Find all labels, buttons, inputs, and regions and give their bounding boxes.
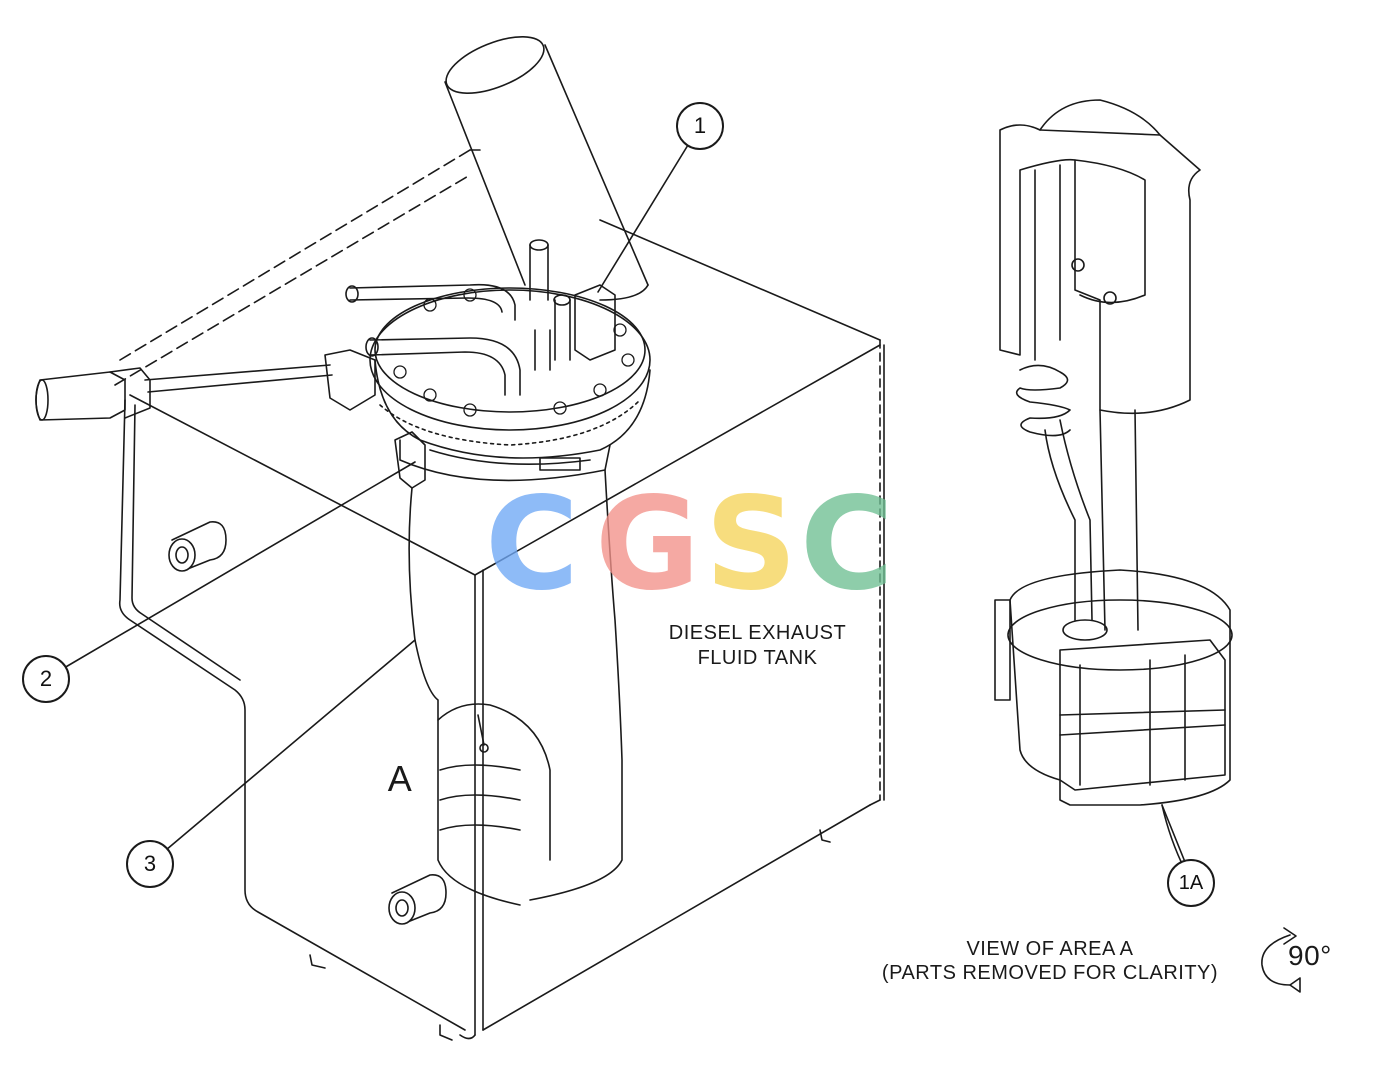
filler-neck <box>444 35 649 301</box>
rotation-arrow-icon <box>1261 927 1301 993</box>
view-label-line1: VIEW OF AREA A <box>966 938 1134 960</box>
watermark-letter-2: G <box>595 470 701 619</box>
watermark-letter-3: S <box>705 470 798 619</box>
callout-2: 2 <box>22 655 70 703</box>
watermark-letter-1: C <box>485 470 579 619</box>
tank-body <box>114 149 885 1041</box>
watermark-letter-4: C <box>800 470 894 619</box>
view-label-line2: (PARTS REMOVED FOR CLARITY) <box>881 962 1219 984</box>
tank-label-line2: FLUID TANK <box>697 647 818 669</box>
detail-view <box>994 99 1233 871</box>
tank-label-line1: DIESEL EXHAUST <box>668 622 847 644</box>
leader-lines <box>63 144 1186 863</box>
area-marker: A <box>387 758 413 799</box>
callout-1: 1 <box>676 102 724 150</box>
suction-body <box>408 469 623 906</box>
callout-1a: 1A <box>1167 859 1215 907</box>
callout-3: 3 <box>126 840 174 888</box>
rotation-label: 90° <box>1288 940 1332 971</box>
sender-head <box>35 239 651 489</box>
